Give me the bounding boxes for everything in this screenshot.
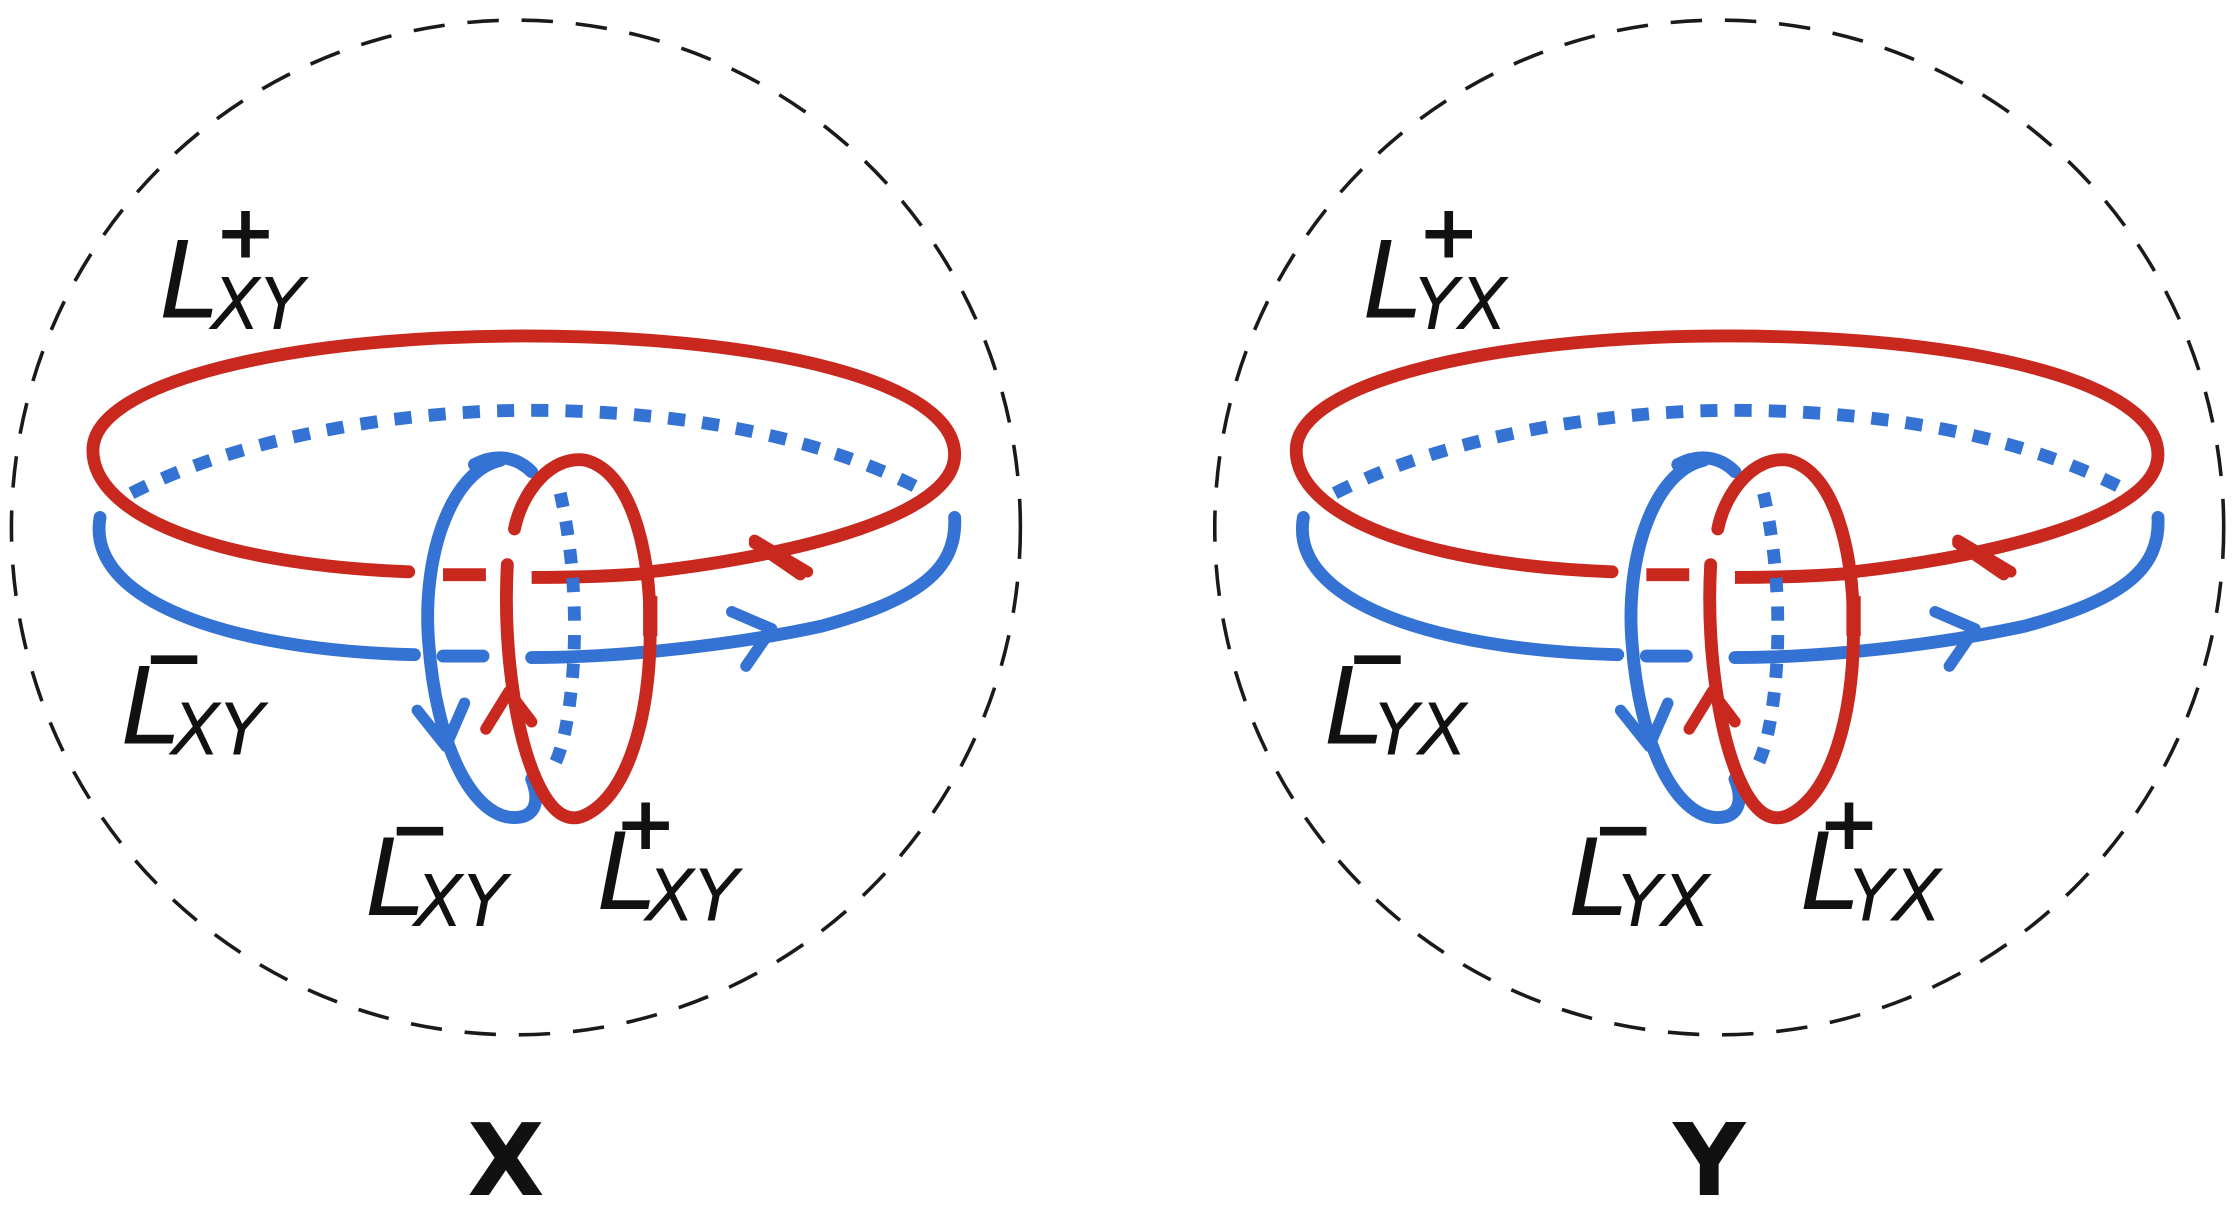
label-sup: + [1818,780,1880,867]
label-sub: YX [1375,689,1470,772]
label-main: L [366,817,425,940]
panel-caption: Y [1672,1102,1747,1205]
label-sup: − [1346,614,1408,701]
label-small-plus-y: L + YX [1801,780,1944,937]
panel-y: L + YX L − YX L − YX L + YX Y [1214,20,2224,1205]
label-top-plus-x: L + XY [160,188,309,345]
label-sub: XY [410,860,512,943]
label-sup: − [1592,786,1654,873]
label-main: L [160,219,219,342]
label-small-plus-x: L + XY [597,780,744,937]
label-main: L [597,811,656,934]
label-main: L [1325,645,1384,768]
label-sub: YX [1618,860,1713,943]
label-main: L [1569,817,1628,940]
label-left-minus-x: L − XY [121,614,269,771]
label-small-minus-y: L − YX [1569,786,1712,943]
label-sub: YX [1415,263,1510,346]
label-sub: XY [167,689,269,772]
label-sup: + [615,780,677,867]
label-sup: + [214,188,276,275]
panel-x: L + XY L − XY L − XY L + XY X [11,20,1021,1205]
label-left-minus-y: L − YX [1325,614,1470,771]
label-main: L [121,645,180,768]
label-main: L [1363,219,1422,342]
panel-x-art [11,20,1021,1035]
panel-y-art [1214,20,2224,1035]
label-top-plus-y: L + YX [1363,188,1509,345]
label-sup: + [1418,188,1480,275]
label-small-minus-x: L − XY [366,786,513,943]
label-sup: − [143,614,205,701]
label-sub: XY [642,854,744,937]
label-main: L [1801,811,1860,934]
panel-caption: X [467,1102,544,1205]
label-sub: XY [208,263,310,346]
label-sub: YX [1849,854,1944,937]
label-sup: − [389,786,451,873]
